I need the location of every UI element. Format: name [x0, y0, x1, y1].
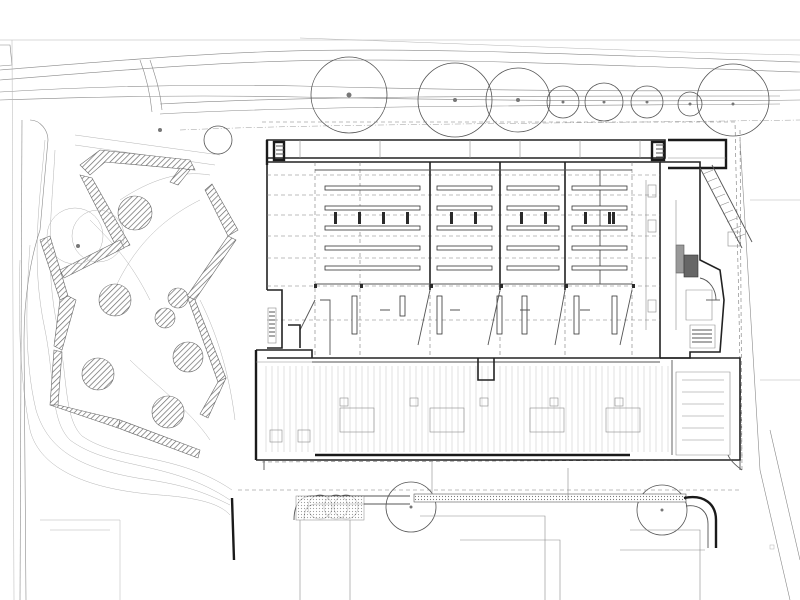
street-trees [203, 56, 770, 536]
street-lines [0, 37, 800, 600]
street-tree [636, 484, 688, 536]
south-wing-roof-ribs [265, 366, 669, 452]
south-site [293, 139, 800, 600]
street-tree [485, 67, 551, 133]
street-tree [630, 85, 664, 119]
park-tree [117, 195, 153, 231]
storage-racks [324, 185, 628, 271]
park-tree [154, 307, 176, 329]
park-tree [81, 357, 115, 391]
park-tree [151, 395, 185, 429]
park-tree [98, 283, 132, 317]
building-plan [238, 121, 753, 491]
street-tree [546, 85, 580, 119]
street-tree [584, 82, 624, 122]
street-tree [417, 62, 493, 138]
structural-columns [314, 212, 635, 288]
park-tree [167, 287, 189, 309]
park-landscape [19, 119, 239, 600]
street-tree [385, 481, 437, 533]
street-tree [677, 91, 703, 117]
site-boundary [261, 121, 743, 463]
park-tree [172, 341, 204, 373]
street-tree [203, 125, 233, 155]
street-tree [696, 63, 770, 137]
street-tree [310, 56, 388, 134]
hall-grid [267, 162, 660, 358]
